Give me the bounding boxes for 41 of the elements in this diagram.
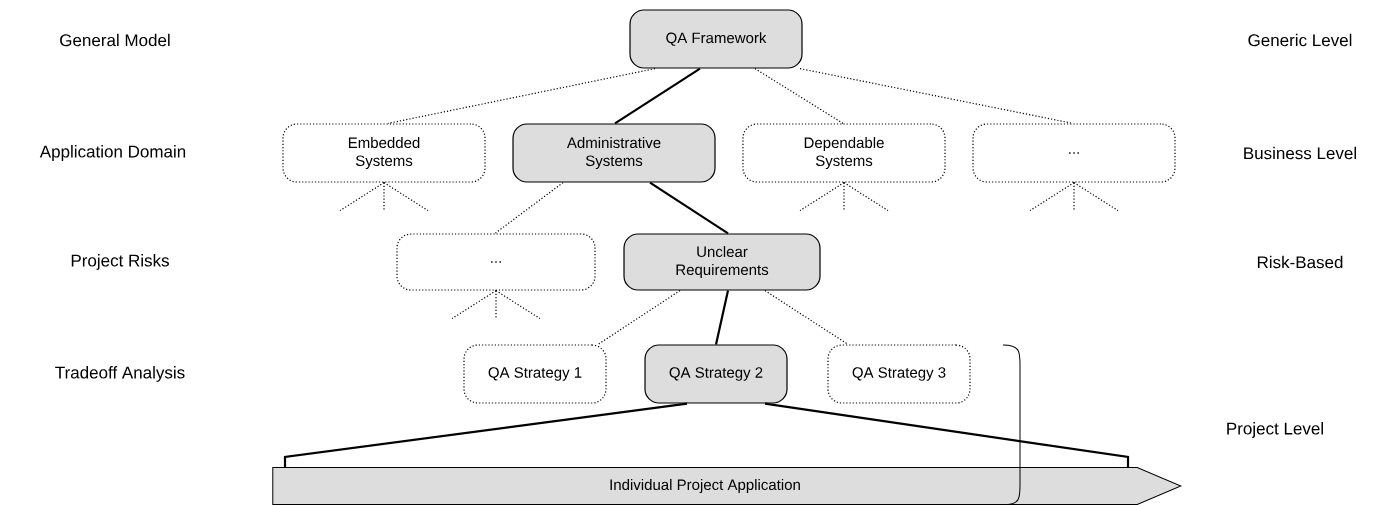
fan-line [495,290,541,320]
fan-line [1073,182,1119,212]
option-box: Embedded Systems [282,123,486,183]
level-label: Business Level [1244,146,1356,160]
connector-line [714,290,730,345]
connector-line [764,290,849,345]
option-box: ... [396,233,596,291]
connector-line [283,402,688,467]
fan-line [383,182,385,212]
connector-line [494,182,564,234]
option-box: ... [972,123,1176,183]
fan-line [339,182,385,212]
process-box: QA Strategy 2 [644,344,788,404]
process-box: Administrative Systems [512,123,716,183]
connector-line [754,68,844,124]
connector-line [614,67,701,125]
process-box: QA Framework [629,9,803,69]
option-box: QA Strategy 3 [827,344,971,404]
level-label: Tradeoff Analysis [55,366,185,382]
process-box: Unclear Requirements [623,233,821,291]
fan-line [1029,182,1075,212]
fan-line [451,290,497,320]
connector-line [649,181,729,235]
fan-line [843,182,889,212]
connector-line [597,290,681,345]
fan-line [383,182,429,212]
option-box: Dependable Systems [742,123,946,183]
option-box: QA Strategy 1 [463,344,607,404]
level-label: Application Domain [39,145,186,161]
connector-line [799,68,1074,124]
level-label: Risk-Based [1257,255,1343,269]
fan-line [843,182,845,212]
level-label: Generic Level [1248,33,1352,47]
fan-line [799,182,845,212]
fan-line [1073,182,1075,212]
level-label: General Model [60,33,170,47]
fan-line [495,290,497,320]
level-label: Project Level [1227,422,1323,438]
level-label: Project Risks [71,254,169,270]
connector-line [764,402,1130,467]
connector-line [387,68,656,124]
